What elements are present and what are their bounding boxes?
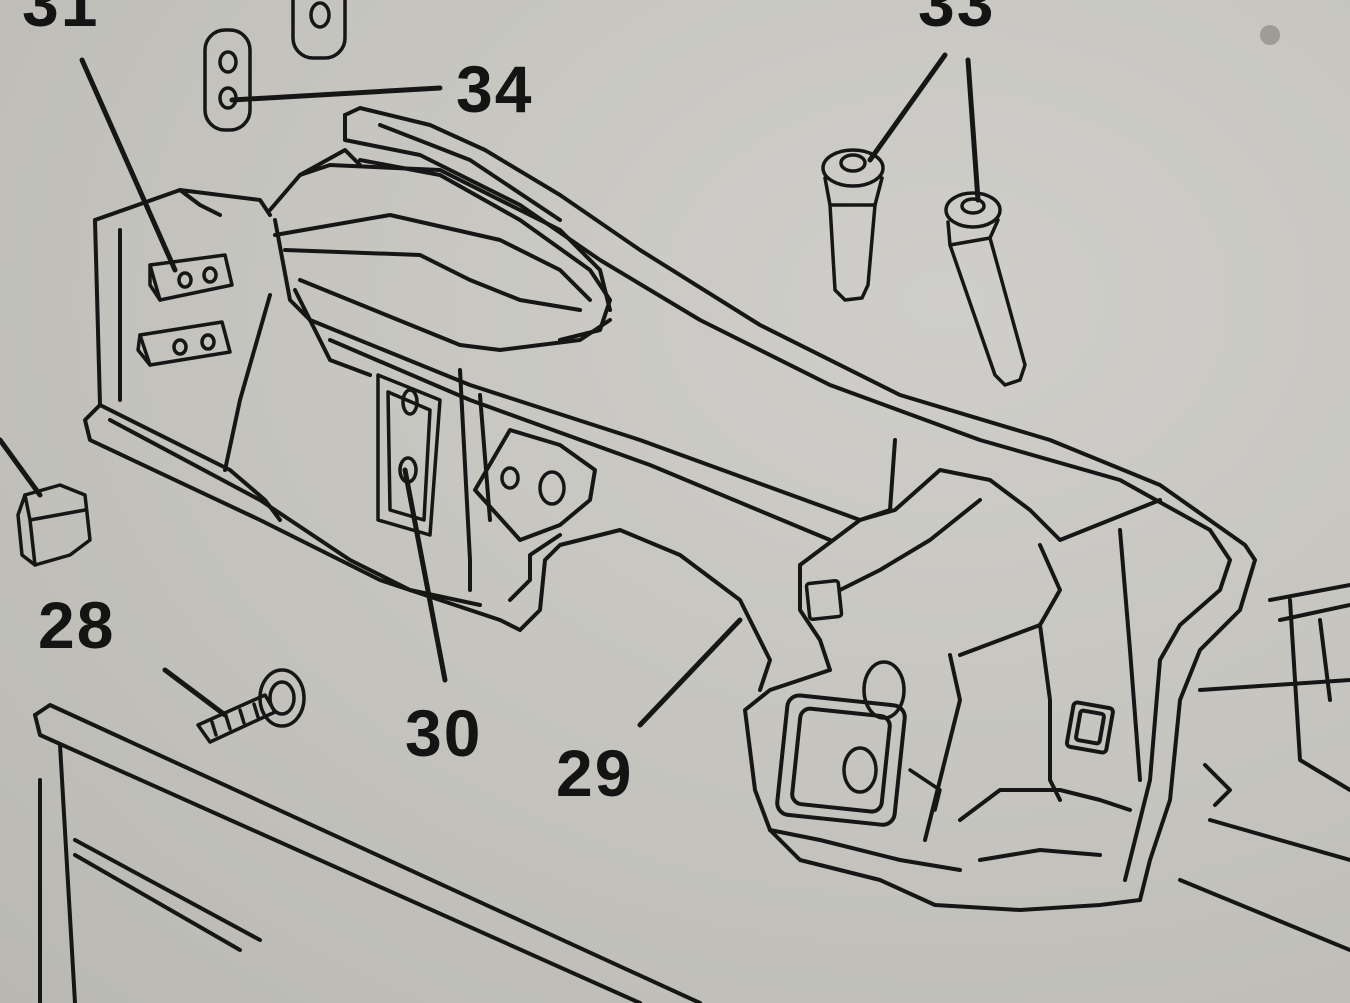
callout-31: 31 bbox=[22, 0, 100, 40]
callout-29: 29 bbox=[556, 736, 634, 810]
slotted-plates-34 bbox=[203, 0, 347, 132]
callout-33: 33 bbox=[918, 0, 996, 40]
callout-30: 30 bbox=[405, 696, 483, 770]
assembly-holes bbox=[376, 373, 942, 812]
lower-left-rail bbox=[33, 703, 702, 1003]
callout-28: 28 bbox=[38, 588, 116, 662]
callout-34: 34 bbox=[456, 52, 534, 126]
leader-lines bbox=[0, 52, 981, 728]
front-rail-assembly bbox=[83, 106, 1350, 952]
paper-speck bbox=[1260, 25, 1280, 45]
spacer-block bbox=[16, 483, 92, 567]
bolt-28 bbox=[196, 668, 306, 744]
locating-pins-33 bbox=[821, 148, 1027, 387]
bracket-spacers-31 bbox=[136, 253, 234, 367]
